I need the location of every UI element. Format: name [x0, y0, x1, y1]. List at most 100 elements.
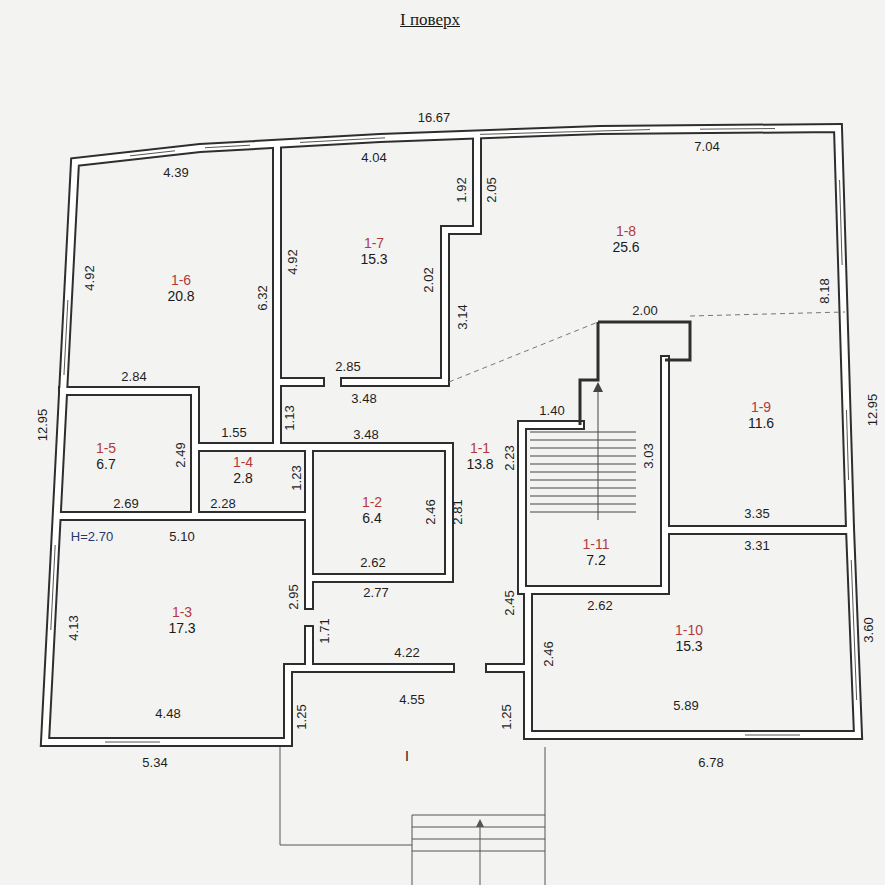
wall — [660, 360, 670, 590]
room-area: 25.6 — [612, 239, 639, 255]
room-area: 13.8 — [466, 456, 493, 472]
room-number: 1-6 — [167, 272, 194, 288]
wall — [304, 447, 314, 605]
room-number: 1-2 — [362, 494, 382, 510]
room-number: 1-4 — [233, 454, 253, 470]
room: 1-620.8 — [164, 271, 197, 305]
dimension-label: 1.25 — [295, 704, 308, 729]
room-number: 1-5 — [96, 440, 116, 456]
dimension-label: 4.13 — [67, 615, 80, 640]
railing — [580, 322, 598, 425]
room: 1-825.6 — [609, 222, 642, 256]
room-number: 1-11 — [583, 536, 610, 552]
room-boundary — [449, 322, 598, 382]
wall-fill — [195, 447, 449, 578]
stair-step — [530, 464, 636, 465]
window — [64, 300, 68, 375]
room-area: 15.3 — [360, 251, 387, 267]
dimension-label: 2.77 — [363, 586, 388, 599]
wall-fill — [63, 391, 195, 516]
stair-step — [530, 488, 636, 489]
room-area: 6.4 — [362, 510, 382, 526]
window — [840, 180, 843, 265]
stair-step — [530, 472, 636, 473]
room: I — [402, 747, 412, 765]
dimension-label: 6.78 — [698, 756, 723, 769]
dimension-label: 3.60 — [862, 617, 875, 642]
dimension-label: H=2.70 — [71, 530, 113, 543]
wall — [195, 447, 449, 578]
window — [130, 151, 175, 156]
dimension-label: 2.00 — [632, 304, 657, 317]
room-area: 20.8 — [167, 288, 194, 304]
dimension-label: 2.84 — [121, 370, 146, 383]
stair-step — [530, 480, 636, 481]
dimension-label: 4.92 — [83, 265, 96, 290]
room-boundary — [690, 312, 845, 316]
stair-step — [530, 504, 636, 505]
stair-step — [530, 512, 636, 513]
dimension-label: 1.40 — [539, 404, 564, 417]
dimension-label: 3.14 — [456, 304, 469, 329]
porch-arrow — [476, 819, 484, 827]
wall-fill — [662, 360, 668, 590]
dimension-label: 2.28 — [210, 497, 235, 510]
dimension-label: 4.39 — [163, 166, 188, 179]
dimension-label: 1.13 — [283, 405, 296, 430]
stair-step — [530, 496, 636, 497]
room: 1-56.7 — [93, 439, 119, 473]
dimension-label: 4.48 — [155, 707, 180, 720]
wall-fill — [306, 630, 312, 668]
wall-fill — [45, 128, 858, 742]
window — [51, 545, 55, 630]
dimension-label: 3.48 — [351, 392, 376, 405]
dimension-label: 4.55 — [399, 693, 424, 706]
room-area: 2.8 — [233, 470, 253, 486]
dimension-label: 2.02 — [422, 267, 435, 292]
wall-fill — [274, 144, 280, 447]
porch-line — [412, 815, 413, 885]
window — [851, 560, 856, 700]
dimension-label: 1.55 — [221, 426, 246, 439]
wall — [490, 663, 528, 673]
dimension-label: 6.32 — [256, 285, 269, 310]
dimension-label: 4.04 — [361, 151, 386, 164]
dimension-label: 2.62 — [360, 556, 385, 569]
room-number: 1-8 — [612, 223, 639, 239]
wall — [522, 425, 665, 590]
wall-fill — [57, 513, 309, 519]
room-area: 11.6 — [748, 415, 774, 431]
wall-fill — [522, 425, 665, 590]
room: 1-42.8 — [230, 453, 256, 487]
dimension-label: 12.95 — [36, 409, 49, 442]
wall-fill — [306, 447, 312, 605]
dimension-label: 3.31 — [744, 539, 769, 552]
room-area: 6.7 — [96, 456, 116, 472]
dimension-label: 2.23 — [503, 445, 516, 470]
room: 1-26.4 — [359, 493, 385, 527]
dimension-label: 2.05 — [485, 177, 498, 202]
wall-fill — [490, 665, 528, 671]
wall — [665, 525, 850, 535]
dimension-label: 2.46 — [424, 499, 437, 524]
dimension-label: 2.46 — [542, 641, 555, 666]
wall-fill — [288, 665, 450, 671]
room: 1-317.3 — [165, 603, 198, 637]
wall — [277, 377, 320, 387]
room: 1-113.8 — [463, 439, 496, 473]
room-number: 1-3 — [168, 604, 195, 620]
wall-fill — [277, 379, 320, 385]
dimension-label: 3.03 — [642, 443, 655, 468]
dimension-label: 2.62 — [587, 599, 612, 612]
railing — [598, 322, 690, 360]
wall — [304, 630, 314, 668]
dimension-label: 3.48 — [353, 428, 378, 441]
dimension-label: 1.71 — [318, 618, 331, 643]
room-area: 17.3 — [168, 620, 195, 636]
porch-line — [545, 815, 546, 885]
porch-line — [412, 851, 545, 852]
dimension-label: 1.23 — [290, 465, 303, 490]
room: 1-1015.3 — [672, 621, 706, 655]
wall — [63, 391, 195, 516]
